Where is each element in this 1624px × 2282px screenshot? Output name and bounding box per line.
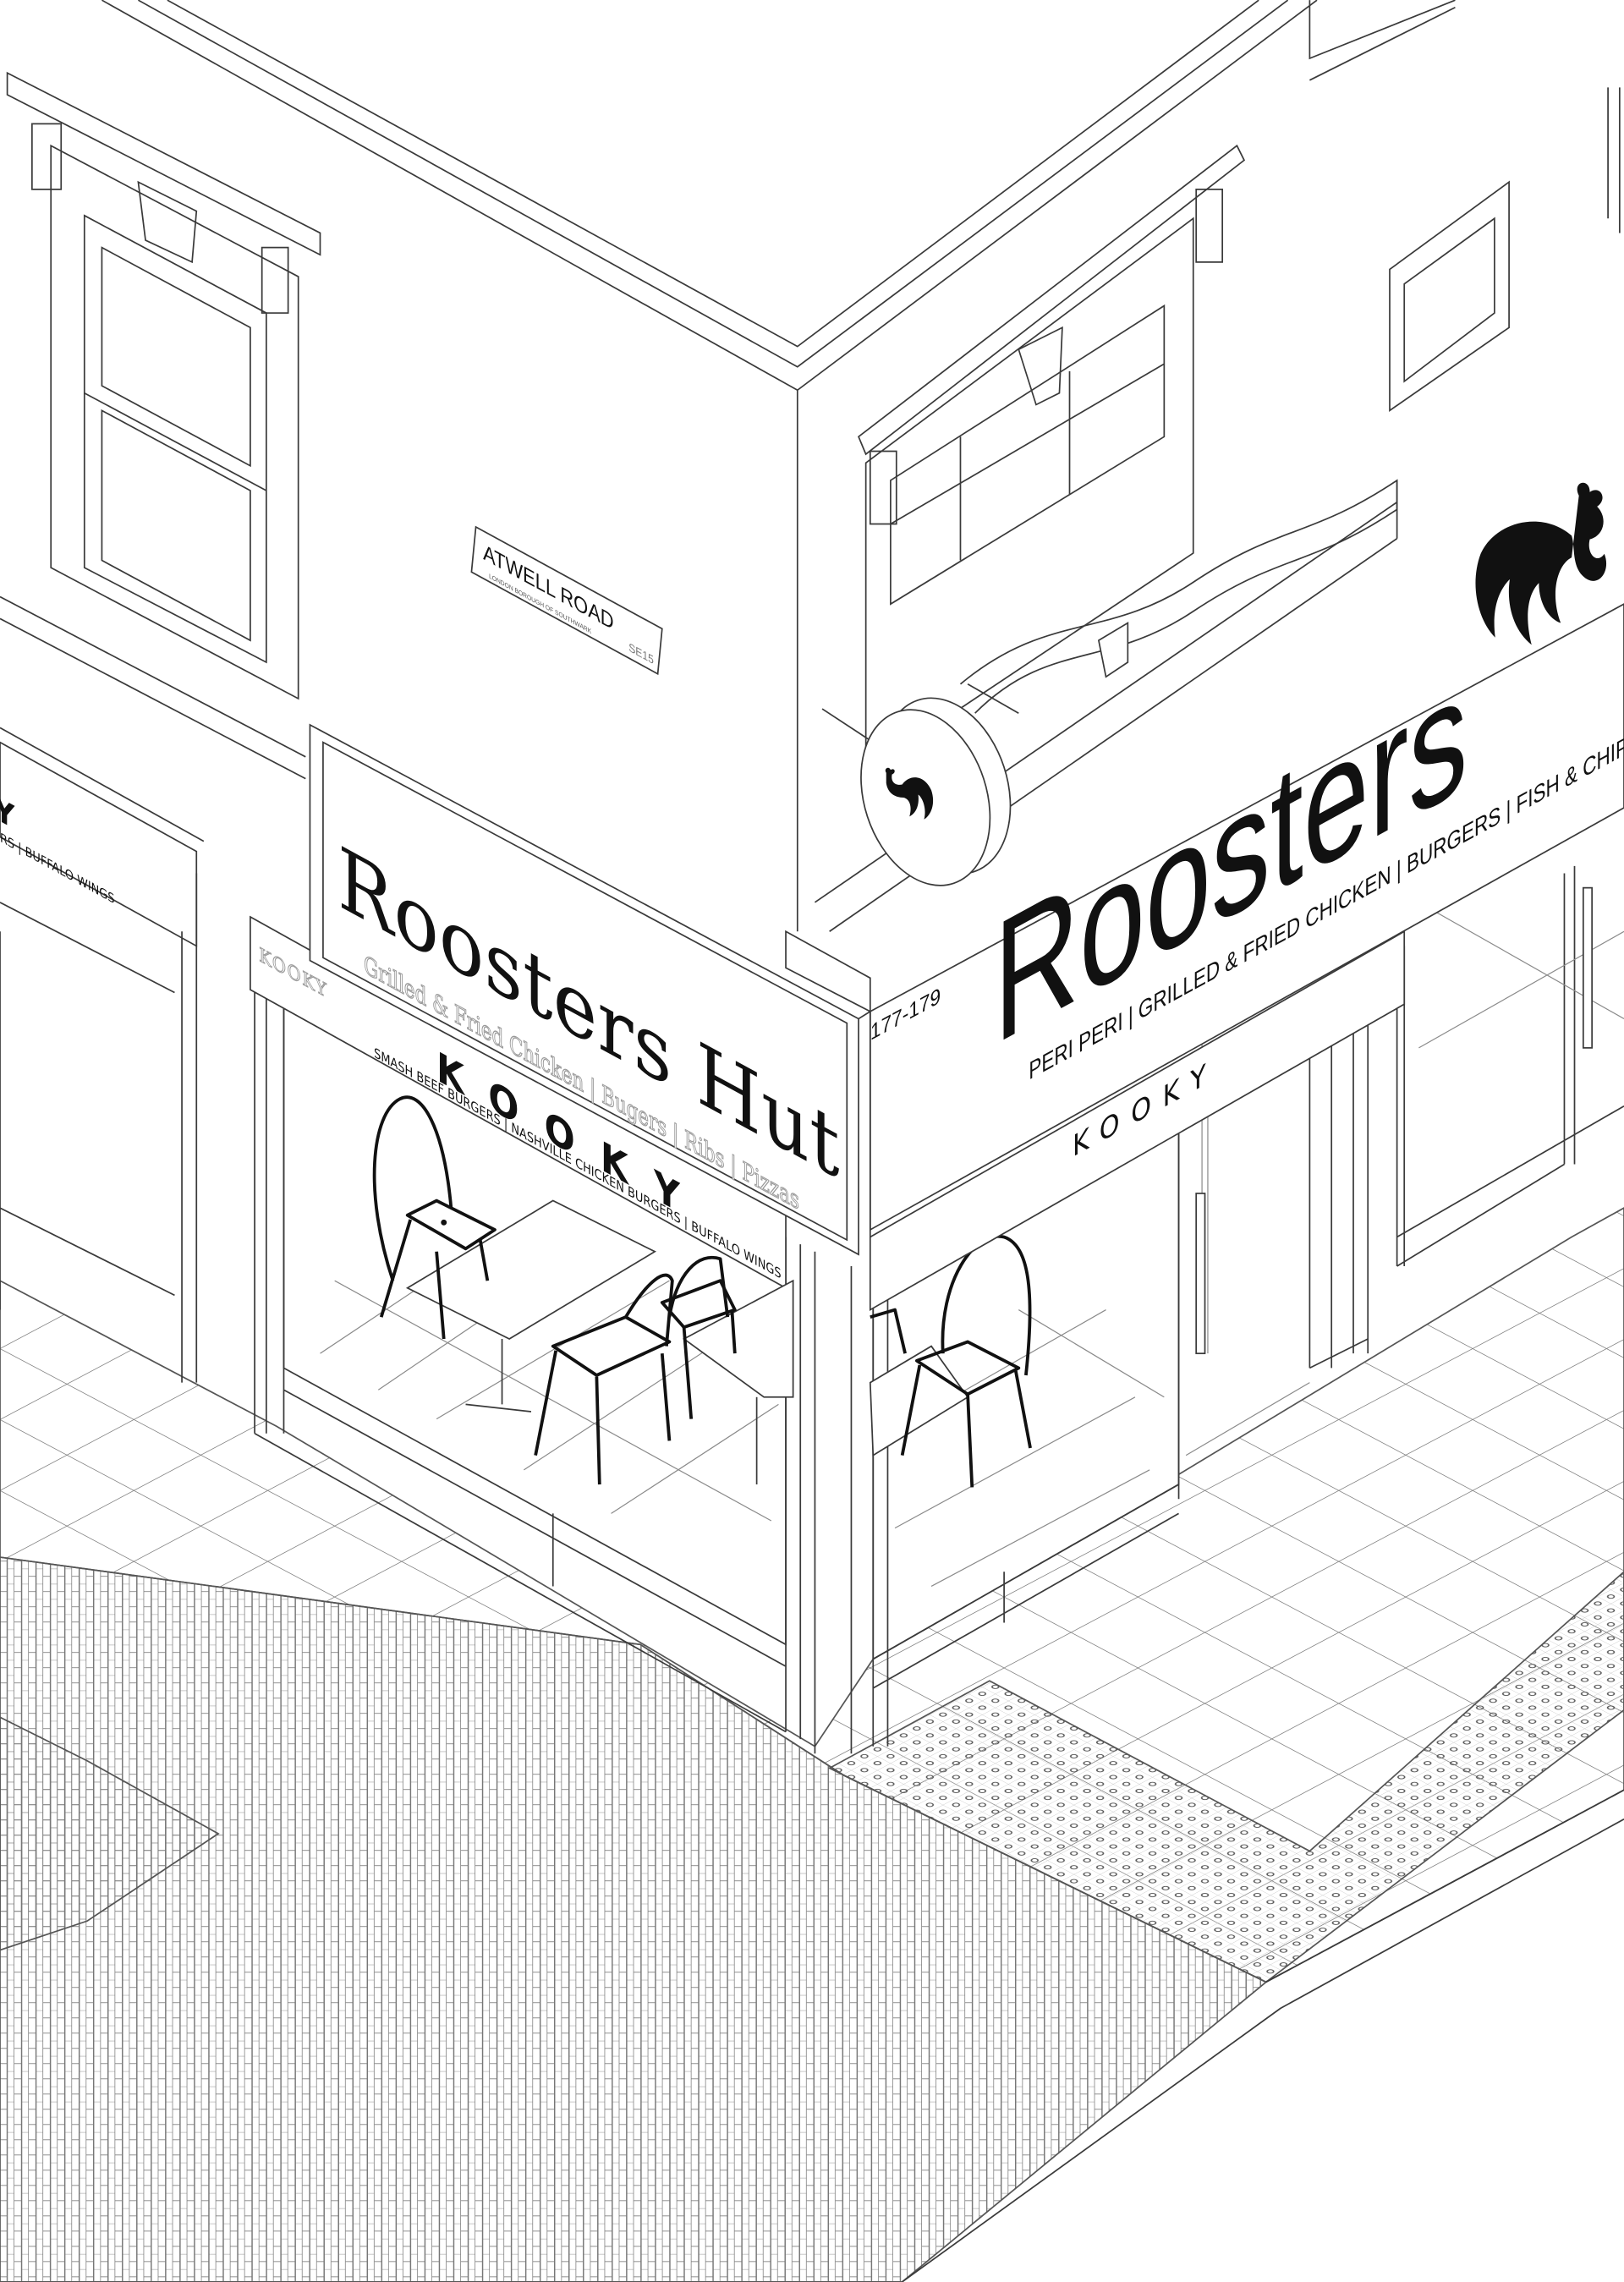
upper-facade xyxy=(0,0,1621,932)
street-sign: ATWELL ROAD LONDON BOROUGH OF SOUTHWARK … xyxy=(470,525,663,676)
upper-right-window xyxy=(858,144,1246,773)
chair xyxy=(534,1273,674,1485)
pavement xyxy=(0,1207,1624,2282)
projecting-round-sign xyxy=(821,683,1019,886)
table xyxy=(682,1279,794,1398)
door-handle xyxy=(1195,1193,1206,1355)
chair xyxy=(372,1095,497,1340)
upper-left-window xyxy=(6,71,321,700)
rooster-icon xyxy=(1475,482,1607,645)
chair xyxy=(870,1308,907,1354)
corbel-right xyxy=(869,188,1224,525)
chair xyxy=(660,1255,737,1419)
herringbone-detail xyxy=(0,1716,220,1951)
rooster-icon xyxy=(885,767,934,820)
kerb-lines xyxy=(902,1789,1624,2282)
corbel-left xyxy=(30,123,289,314)
arched-pediment xyxy=(814,479,1398,932)
door-handle xyxy=(1582,886,1594,1049)
neighbor-brand-fragment: Y xyxy=(0,788,15,837)
small-window xyxy=(1389,180,1510,412)
neighbor-shop: Y RS | BUFFALO WINGS xyxy=(0,727,205,1383)
table xyxy=(405,1199,656,1340)
chair xyxy=(900,1234,1032,1488)
